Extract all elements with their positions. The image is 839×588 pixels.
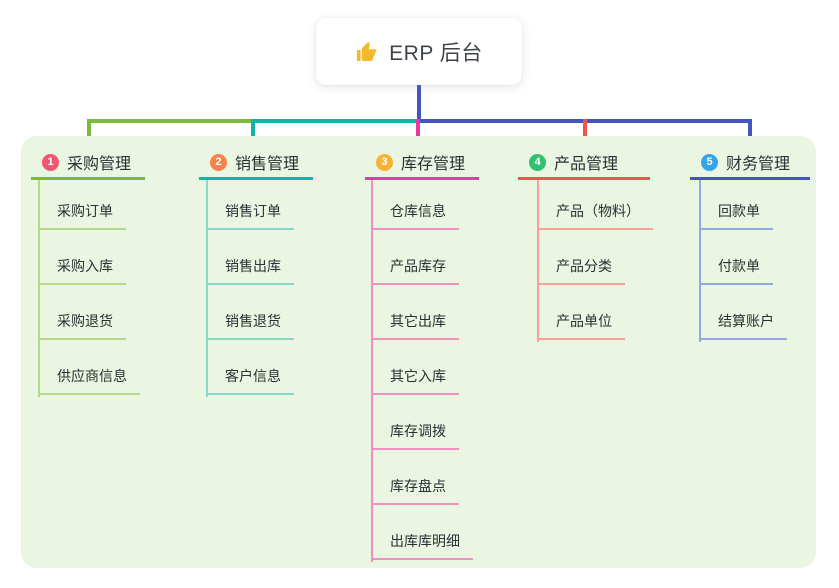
child-node[interactable]: 客户信息 <box>206 357 294 395</box>
child-node[interactable]: 销售出库 <box>206 247 294 285</box>
drop-line-finance <box>748 119 752 148</box>
child-connector-line <box>206 180 208 397</box>
root-title: ERP 后台 <box>389 41 483 65</box>
branch-node-finance[interactable]: 5 财务管理 <box>690 147 810 180</box>
branch-number-badge: 1 <box>42 153 59 171</box>
branch-label: 财务管理 <box>726 156 791 173</box>
bus-line-green <box>87 119 254 123</box>
branch-number-badge: 2 <box>210 153 227 171</box>
branch-node-sales[interactable]: 2 销售管理 <box>199 147 313 180</box>
child-node[interactable]: 付款单 <box>699 247 773 285</box>
branch-number-badge: 3 <box>376 153 393 171</box>
child-node[interactable]: 其它出库 <box>371 302 459 340</box>
child-node[interactable]: 供应商信息 <box>38 357 140 395</box>
child-node[interactable]: 其它入库 <box>371 357 459 395</box>
branches-panel <box>21 136 816 568</box>
child-node[interactable]: 库存盘点 <box>371 467 459 505</box>
child-connector-line <box>537 180 539 342</box>
branch-label: 采购管理 <box>67 156 132 173</box>
child-node[interactable]: 产品库存 <box>371 247 459 285</box>
branch-number-badge: 5 <box>701 153 718 171</box>
child-node[interactable]: 采购退货 <box>38 302 126 340</box>
root-node-erp[interactable]: ERP 后台 <box>316 18 522 85</box>
drop-line-product <box>583 119 587 148</box>
child-node[interactable]: 采购入库 <box>38 247 126 285</box>
child-node[interactable]: 出库库明细 <box>371 522 473 560</box>
child-node[interactable]: 销售订单 <box>206 192 294 230</box>
bus-line-teal <box>254 119 418 123</box>
drop-line-purchase <box>87 119 91 148</box>
child-node[interactable]: 产品（物料） <box>537 192 653 230</box>
child-connector-line <box>371 180 373 562</box>
branch-node-purchase[interactable]: 1 采购管理 <box>31 147 145 180</box>
root-stem-line <box>417 85 421 120</box>
branch-node-inventory[interactable]: 3 库存管理 <box>365 147 479 180</box>
thumbs-up-icon <box>357 41 377 61</box>
child-node[interactable]: 采购订单 <box>38 192 126 230</box>
child-connector-line <box>699 180 701 342</box>
child-node[interactable]: 库存调拨 <box>371 412 459 450</box>
branch-label: 库存管理 <box>401 156 466 173</box>
branch-label: 销售管理 <box>235 156 300 173</box>
child-node[interactable]: 回款单 <box>699 192 773 230</box>
child-connector-line <box>38 180 40 397</box>
branch-number-badge: 4 <box>529 153 546 171</box>
drop-line-inventory <box>416 119 420 148</box>
branch-label: 产品管理 <box>554 156 619 173</box>
child-node[interactable]: 仓库信息 <box>371 192 459 230</box>
child-node[interactable]: 产品分类 <box>537 247 625 285</box>
child-node[interactable]: 结算账户 <box>699 302 787 340</box>
child-node[interactable]: 销售退货 <box>206 302 294 340</box>
child-node[interactable]: 产品单位 <box>537 302 625 340</box>
branch-node-product[interactable]: 4 产品管理 <box>518 147 650 180</box>
drop-line-sales <box>251 119 255 148</box>
